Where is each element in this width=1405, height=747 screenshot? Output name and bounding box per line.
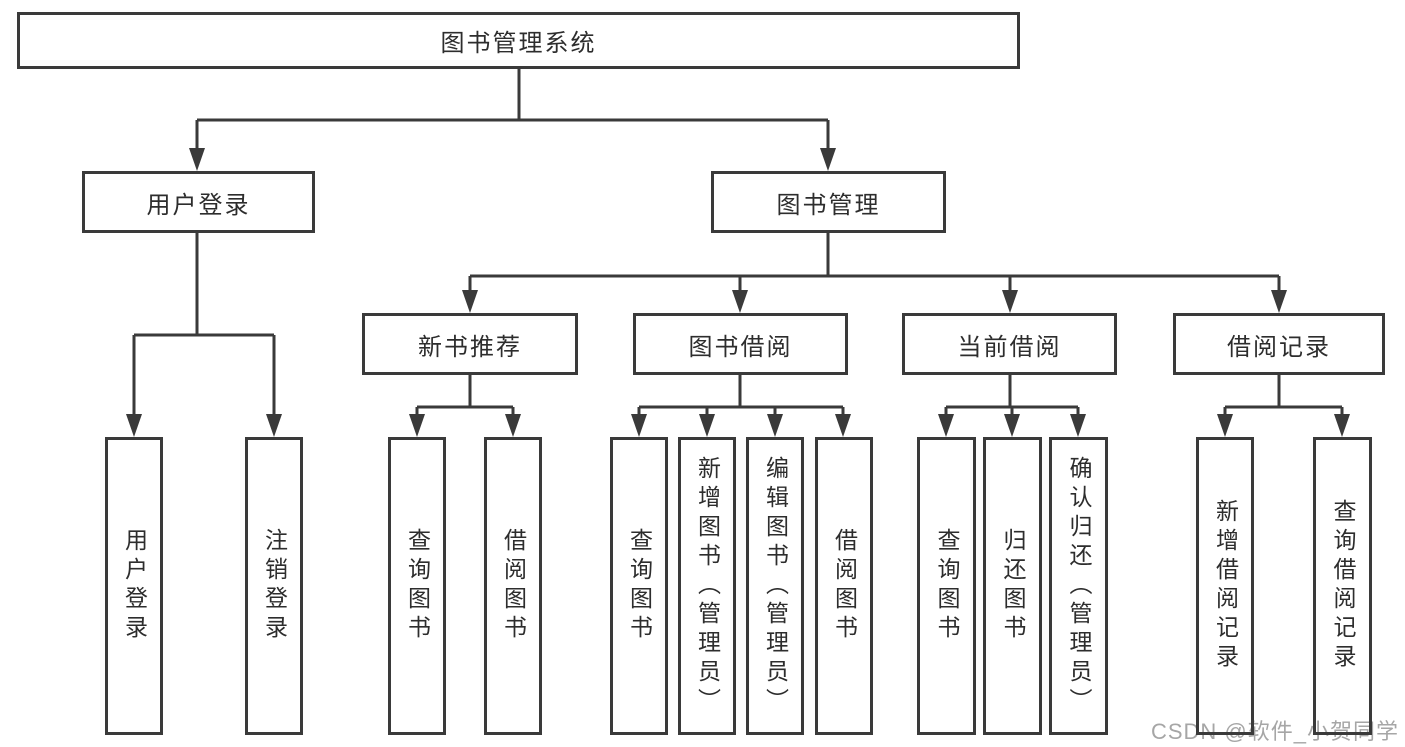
node-book-borrow: 图书借阅 (633, 313, 848, 375)
leaf-edit-book-admin: 编辑图书（管理员） (746, 437, 804, 735)
node-new-book-recommend: 新书推荐 (362, 313, 578, 375)
arrow-down-icon (631, 414, 647, 437)
connector-lines (132, 68, 1344, 415)
leaf-borrow-book: 借阅图书 (815, 437, 873, 735)
node-book-management: 图书管理 (711, 171, 946, 233)
arrow-down-icon (462, 290, 478, 313)
arrowheads (126, 148, 1350, 437)
arrow-down-icon (126, 414, 142, 437)
arrow-down-icon (835, 414, 851, 437)
arrow-down-icon (409, 414, 425, 437)
arrow-down-icon (189, 148, 205, 171)
node-root-system: 图书管理系统 (17, 12, 1020, 69)
leaf-user-login: 用户登录 (105, 437, 163, 735)
leaf-query-book-borrow: 查询图书 (610, 437, 668, 735)
leaf-add-book-admin: 新增图书（管理员） (678, 437, 736, 735)
leaf-confirm-return-admin: 确认归还（管理员） (1049, 437, 1108, 735)
arrow-down-icon (1070, 414, 1086, 437)
edge-new-book-rec-branch (415, 375, 515, 415)
edge-book-mgmt-branch (468, 233, 1281, 291)
arrow-down-icon (699, 414, 715, 437)
arrow-down-icon (1004, 414, 1020, 437)
arrow-down-icon (1002, 290, 1018, 313)
leaf-logout: 注销登录 (245, 437, 303, 735)
edge-book-borrow-branch (637, 375, 845, 415)
leaf-return-book: 归还图书 (983, 437, 1042, 735)
node-borrow-records: 借阅记录 (1173, 313, 1385, 375)
arrow-down-icon (1271, 290, 1287, 313)
arrow-down-icon (1334, 414, 1350, 437)
arrow-down-icon (505, 414, 521, 437)
edge-borrow-records-branch (1223, 375, 1344, 415)
leaf-query-borrow-record: 查询借阅记录 (1313, 437, 1372, 735)
leaf-query-book-recommend: 查询图书 (388, 437, 446, 735)
leaf-borrow-book-recommend: 借阅图书 (484, 437, 542, 735)
arrow-down-icon (1217, 414, 1233, 437)
arrow-down-icon (732, 290, 748, 313)
arrow-down-icon (767, 414, 783, 437)
arrow-down-icon (938, 414, 954, 437)
leaf-query-book-current: 查询图书 (917, 437, 976, 735)
edge-user-login-branch (132, 233, 276, 415)
edge-current-borrow-branch (944, 375, 1080, 415)
watermark-text: CSDN @软件_小贺同学 (1150, 719, 1399, 744)
node-current-borrow: 当前借阅 (902, 313, 1117, 375)
leaf-add-borrow-record: 新增借阅记录 (1196, 437, 1254, 735)
edge-root-to-level2 (195, 68, 830, 149)
node-user-login: 用户登录 (82, 171, 315, 233)
arrow-down-icon (266, 414, 282, 437)
arrow-down-icon (820, 148, 836, 171)
